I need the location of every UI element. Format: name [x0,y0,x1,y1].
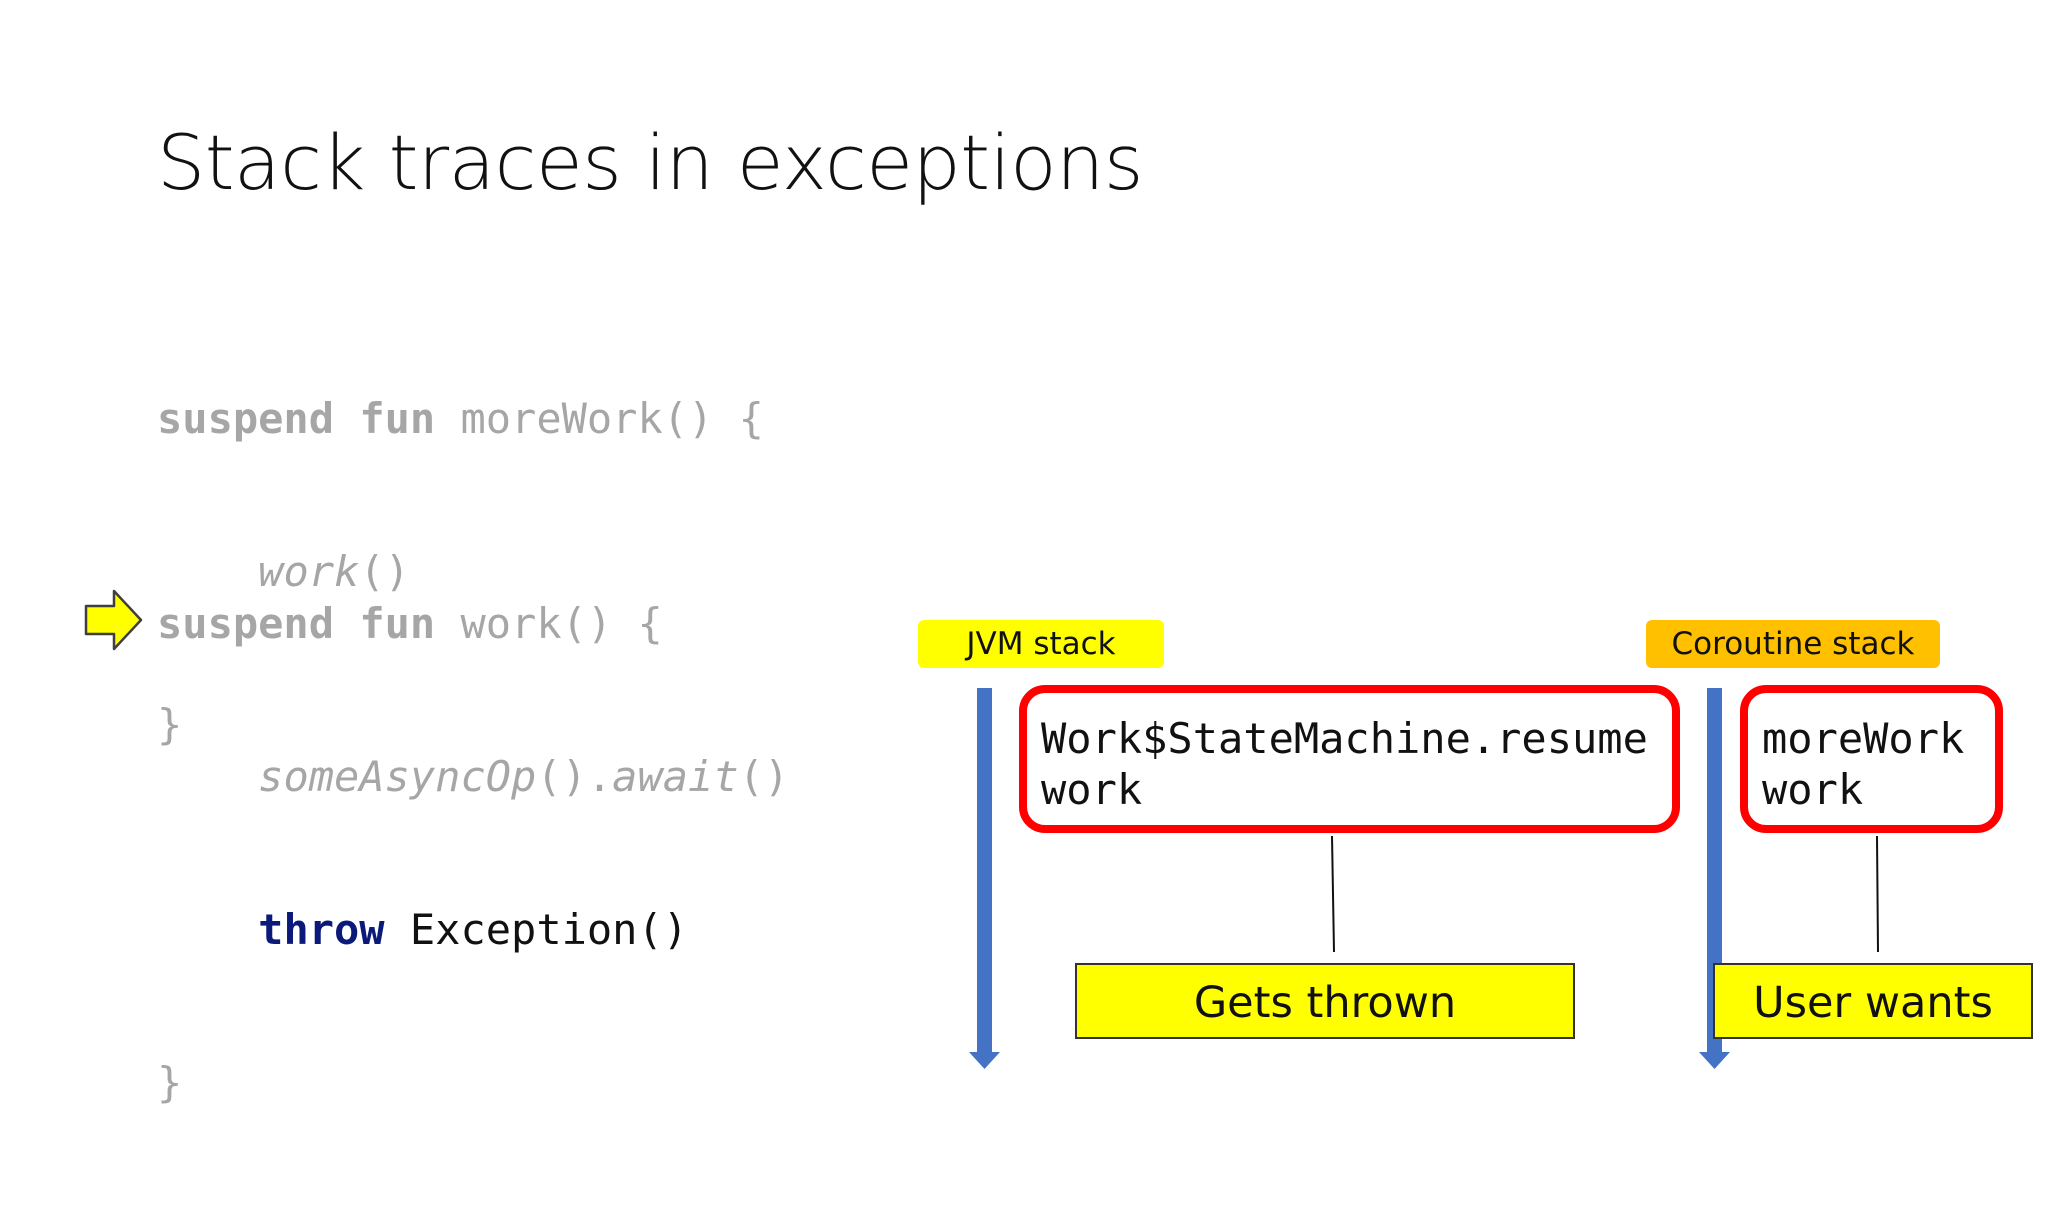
code-keyword: suspend [157,394,335,443]
slide: Stack traces in exceptions suspend fun m… [84,118,2033,1107]
code-signature: moreWork() { [460,394,764,443]
code-block-morework: suspend fun moreWork() { work() } [157,291,764,852]
code-keyword: fun [359,599,436,648]
stack-frame: Work$StateMachine.resume [1041,714,1648,763]
coroutine-stack-frames: moreWork work [1740,685,2003,833]
callout-connector [1331,835,1335,953]
code-keyword: throw [258,905,385,954]
stack-frame: moreWork [1762,714,1965,763]
jvm-stack-frames: Work$StateMachine.resume work [1019,685,1680,833]
jvm-stack-label: JVM stack [918,620,1164,668]
code-parens: (). [536,752,613,801]
code-brace: } [157,700,183,749]
code-brace: } [157,1058,183,1107]
code-line: suspend fun moreWork() { [157,393,764,444]
down-arrow-icon [969,688,1000,1069]
code-line-current: throw Exception() [157,904,789,955]
code-call: await [612,752,739,801]
code-call: someAsyncOp [258,752,537,801]
code-parens: () [738,752,790,801]
code-parens: () [359,547,410,596]
slide-title: Stack traces in exceptions [157,118,1143,207]
stack-frame: work [1762,765,1864,814]
code-signature: work() { [460,599,663,648]
code-keyword: suspend [157,599,335,648]
code-line: } [157,1057,789,1108]
code-keyword: fun [359,394,436,443]
code-line: suspend fun work() { [157,598,789,649]
coroutine-stack-label: Coroutine stack [1646,620,1940,668]
right-arrow-icon [84,589,143,651]
user-wants-note: User wants [1713,963,2033,1039]
code-call: work [258,547,360,596]
code-expression: Exception() [409,905,689,954]
stack-frame: work [1041,765,1143,814]
gets-thrown-note: Gets thrown [1075,963,1575,1039]
code-line: someAsyncOp().await() [157,751,789,802]
callout-connector [1876,835,1879,953]
code-line: } [157,699,764,750]
code-block-work: suspend fun work() { someAsyncOp().await… [157,496,789,1210]
code-line: work() [157,546,764,597]
